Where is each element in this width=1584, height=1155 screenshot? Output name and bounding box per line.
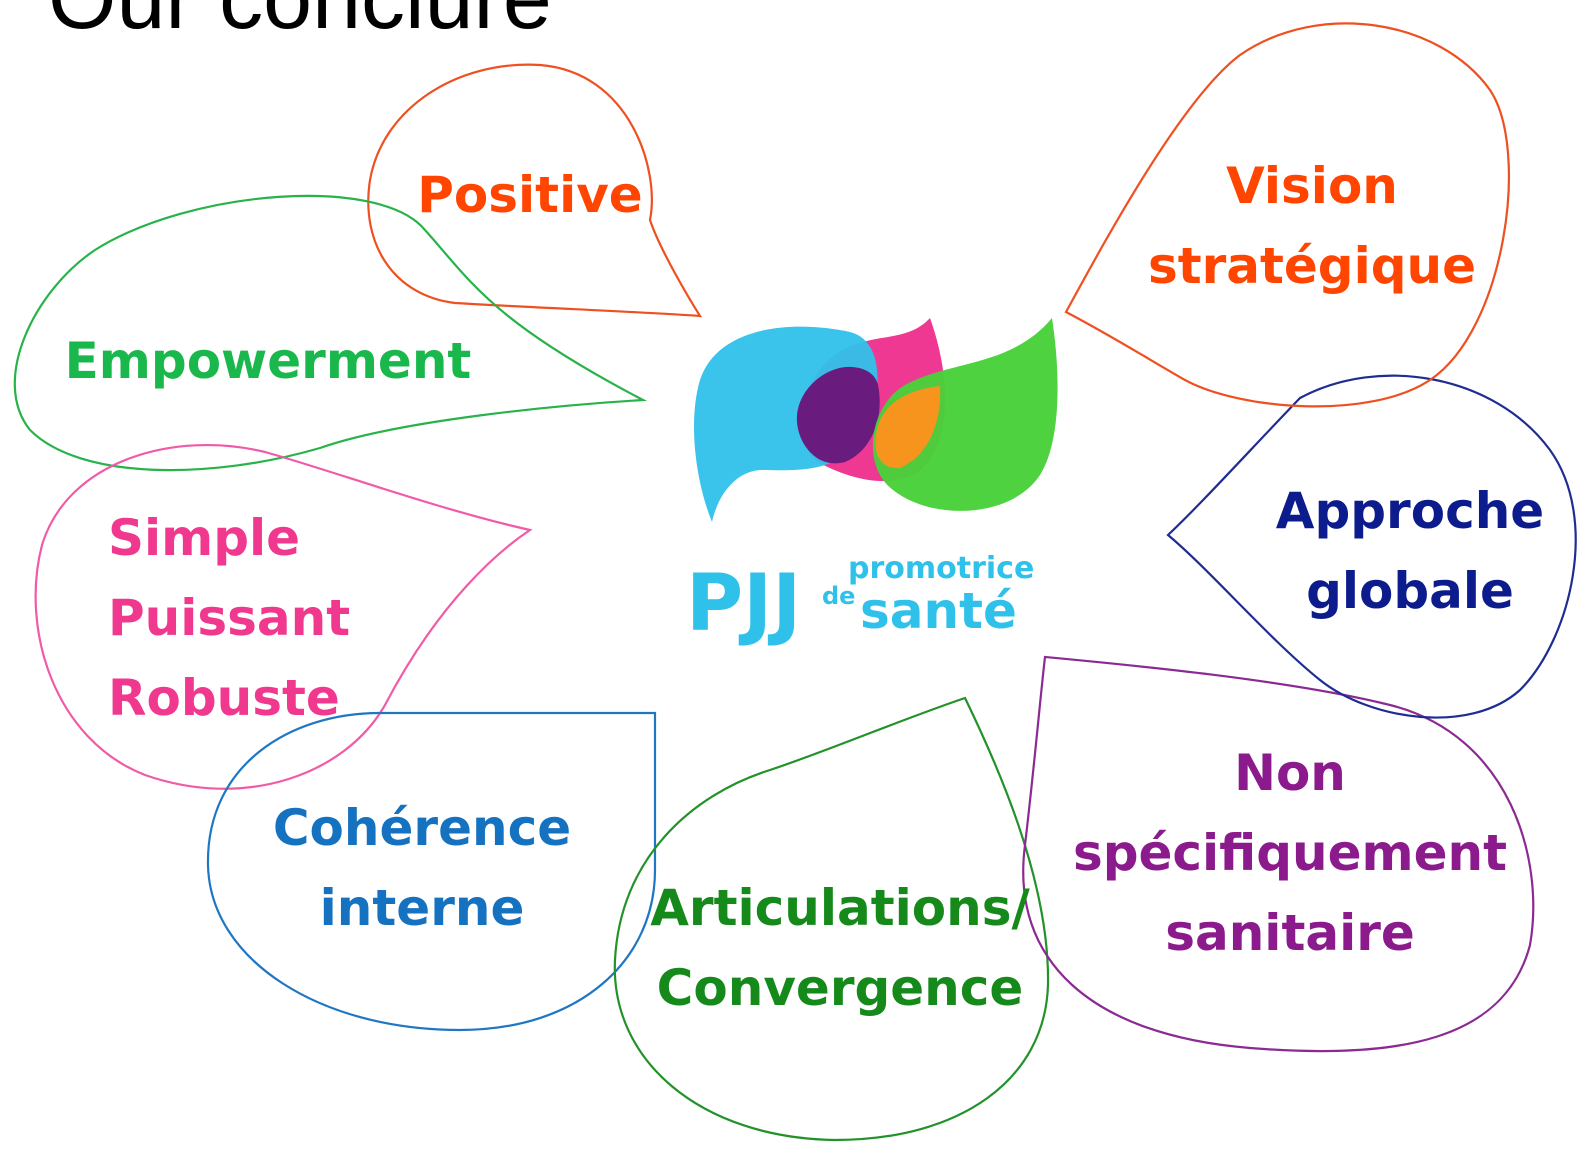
bubble-shape-coherence <box>206 711 657 1032</box>
bubble-line-non-specifique-2: sanitaire <box>1165 904 1415 962</box>
bubble-line-simple-1: Puissant <box>108 589 350 647</box>
bubble-label-positive: Positive <box>417 166 642 224</box>
bubble-label-empowerment: Empowerment <box>65 332 472 390</box>
bubble-shape-vision <box>1064 22 1511 408</box>
logo-purple-overlap <box>796 366 880 464</box>
bubble-line-coherence-1: interne <box>320 879 525 937</box>
bubble-line-simple-2: Robuste <box>108 669 340 727</box>
bubble-shape-non-specifique <box>1022 655 1535 1053</box>
bubble-line-articulations-0: Articulations/ <box>650 879 1030 937</box>
logo-wordmark: PJJ <box>686 559 801 649</box>
bubble-line-coherence-0: Cohérence <box>273 799 571 857</box>
bubble-line-positive-0: Positive <box>417 166 642 224</box>
logo-green-leaf <box>872 318 1058 511</box>
bubble-shape-simple <box>34 443 533 790</box>
bubble-line-non-specifique-1: spécifiquement <box>1073 824 1507 882</box>
bubble-shape-approche <box>1166 374 1577 719</box>
bubble-shape-positive <box>367 63 703 318</box>
bubble-line-non-specifique-0: Non <box>1234 744 1346 802</box>
bubble-line-approche-1: globale <box>1306 562 1514 620</box>
logo-tagline-de: de <box>822 582 855 610</box>
bubble-label-articulations: Articulations/Convergence <box>650 879 1030 1017</box>
bubble-line-vision-0: Vision <box>1226 157 1398 215</box>
bubble-label-non-specifique: Non spécifiquement sanitaire <box>1073 744 1507 962</box>
logo-tagline-bottom: santé <box>860 582 1017 640</box>
logo-orange-overlap <box>875 386 941 469</box>
logo-tagline-top: promotrice <box>848 551 1034 586</box>
bubble-label-coherence: Cohérence interne <box>273 799 571 937</box>
bubble-label-vision: Vision stratégique <box>1148 157 1476 295</box>
bubble-line-articulations-1: Convergence <box>657 959 1024 1017</box>
bubble-line-approche-0: Approche <box>1276 482 1544 540</box>
slide-title: Our conclure <box>48 0 552 48</box>
bubble-line-empowerment-0: Empowerment <box>65 332 472 390</box>
bubble-shape-empowerment <box>13 194 648 472</box>
pjj-logo: PJJ promotrice de santé <box>686 318 1058 649</box>
bubble-label-approche: Approche globale <box>1276 482 1544 620</box>
bubble-line-simple-0: Simple <box>108 509 300 567</box>
bubble-line-vision-1: stratégique <box>1148 237 1476 295</box>
bubble-shape-articulations <box>613 696 1050 1142</box>
